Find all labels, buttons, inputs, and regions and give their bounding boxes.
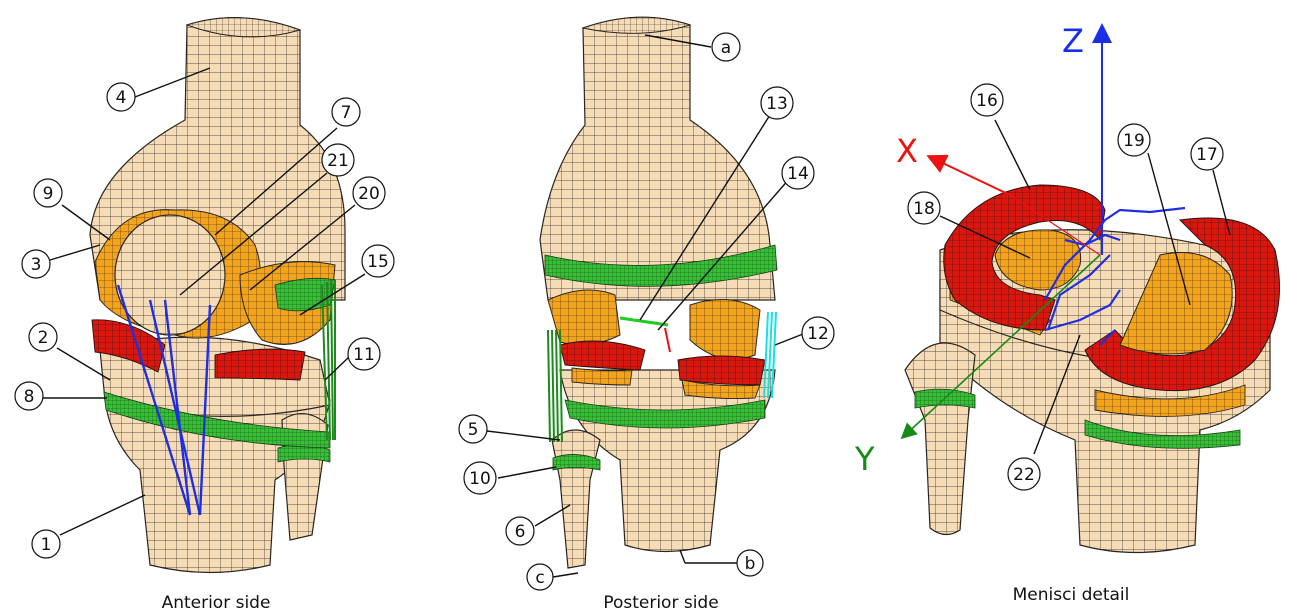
label-21: 21 xyxy=(322,144,354,176)
label-c: c xyxy=(527,564,553,590)
caption-menisci: Menisci detail xyxy=(1013,585,1130,605)
caption-anterior: Anterior side xyxy=(162,593,271,613)
label-10: 10 xyxy=(464,462,496,494)
label-3: 3 xyxy=(22,250,50,278)
label-7: 7 xyxy=(332,98,360,126)
svg-text:12: 12 xyxy=(807,324,829,344)
posterior-lateral-cartilage xyxy=(690,300,760,360)
svg-text:20: 20 xyxy=(358,184,380,204)
label-17: 17 xyxy=(1191,138,1223,170)
svg-text:17: 17 xyxy=(1196,145,1218,165)
axis-y-label: Y xyxy=(854,440,875,478)
posterior-knee xyxy=(540,17,777,568)
lateral-meniscus xyxy=(215,349,305,380)
label-2: 2 xyxy=(29,323,57,351)
label-20: 20 xyxy=(353,177,385,209)
svg-text:a: a xyxy=(721,38,731,58)
posterior-cartilage-lower xyxy=(572,368,632,385)
axis-z-label: Z xyxy=(1062,22,1084,60)
svg-text:7: 7 xyxy=(341,103,352,123)
label-1: 1 xyxy=(32,530,60,558)
label-11: 11 xyxy=(348,338,380,370)
posterior-fibula xyxy=(552,430,600,568)
svg-text:10: 10 xyxy=(469,469,491,489)
label-9: 9 xyxy=(34,179,62,207)
label-8: 8 xyxy=(15,382,43,410)
menisci-fibula xyxy=(905,343,975,535)
femur-green-patch xyxy=(275,278,335,311)
svg-text:8: 8 xyxy=(24,387,35,407)
svg-text:2: 2 xyxy=(38,328,49,348)
label-13: 13 xyxy=(761,87,793,119)
svg-text:18: 18 xyxy=(913,199,935,219)
label-a: a xyxy=(712,33,740,61)
svg-text:6: 6 xyxy=(515,522,526,542)
menisci-knee xyxy=(903,27,1280,553)
svg-text:13: 13 xyxy=(766,94,788,114)
label-b: b xyxy=(737,550,763,576)
svg-text:5: 5 xyxy=(468,420,479,440)
label-4: 4 xyxy=(107,83,135,111)
svg-text:9: 9 xyxy=(43,184,54,204)
label-14: 14 xyxy=(782,157,814,189)
label-19: 19 xyxy=(1118,124,1150,156)
svg-text:16: 16 xyxy=(976,91,998,111)
label-18: 18 xyxy=(908,192,940,224)
posterior-medial-cartilage xyxy=(548,290,620,345)
svg-text:b: b xyxy=(745,554,756,574)
label-16: 16 xyxy=(971,84,1003,116)
svg-text:21: 21 xyxy=(327,151,349,171)
svg-text:3: 3 xyxy=(31,255,42,275)
svg-text:22: 22 xyxy=(1013,465,1035,485)
svg-text:c: c xyxy=(535,568,544,588)
svg-text:1: 1 xyxy=(41,535,52,555)
label-22: 22 xyxy=(1008,458,1040,490)
label-15: 15 xyxy=(362,245,394,277)
label-12: 12 xyxy=(802,317,834,349)
svg-text:15: 15 xyxy=(367,252,389,272)
svg-text:19: 19 xyxy=(1123,131,1145,151)
posterior-medial-meniscus xyxy=(560,341,645,370)
posterior-green-ligaments xyxy=(548,330,562,442)
label-5: 5 xyxy=(459,415,487,443)
svg-text:4: 4 xyxy=(116,88,127,108)
axis-x-line xyxy=(930,157,1010,195)
label-6: 6 xyxy=(506,517,534,545)
posterior-lateral-meniscus xyxy=(678,356,765,385)
svg-text:14: 14 xyxy=(787,164,809,184)
caption-posterior: Posterior side xyxy=(603,593,718,613)
svg-text:11: 11 xyxy=(353,345,375,365)
axis-x-label: X xyxy=(896,132,918,170)
